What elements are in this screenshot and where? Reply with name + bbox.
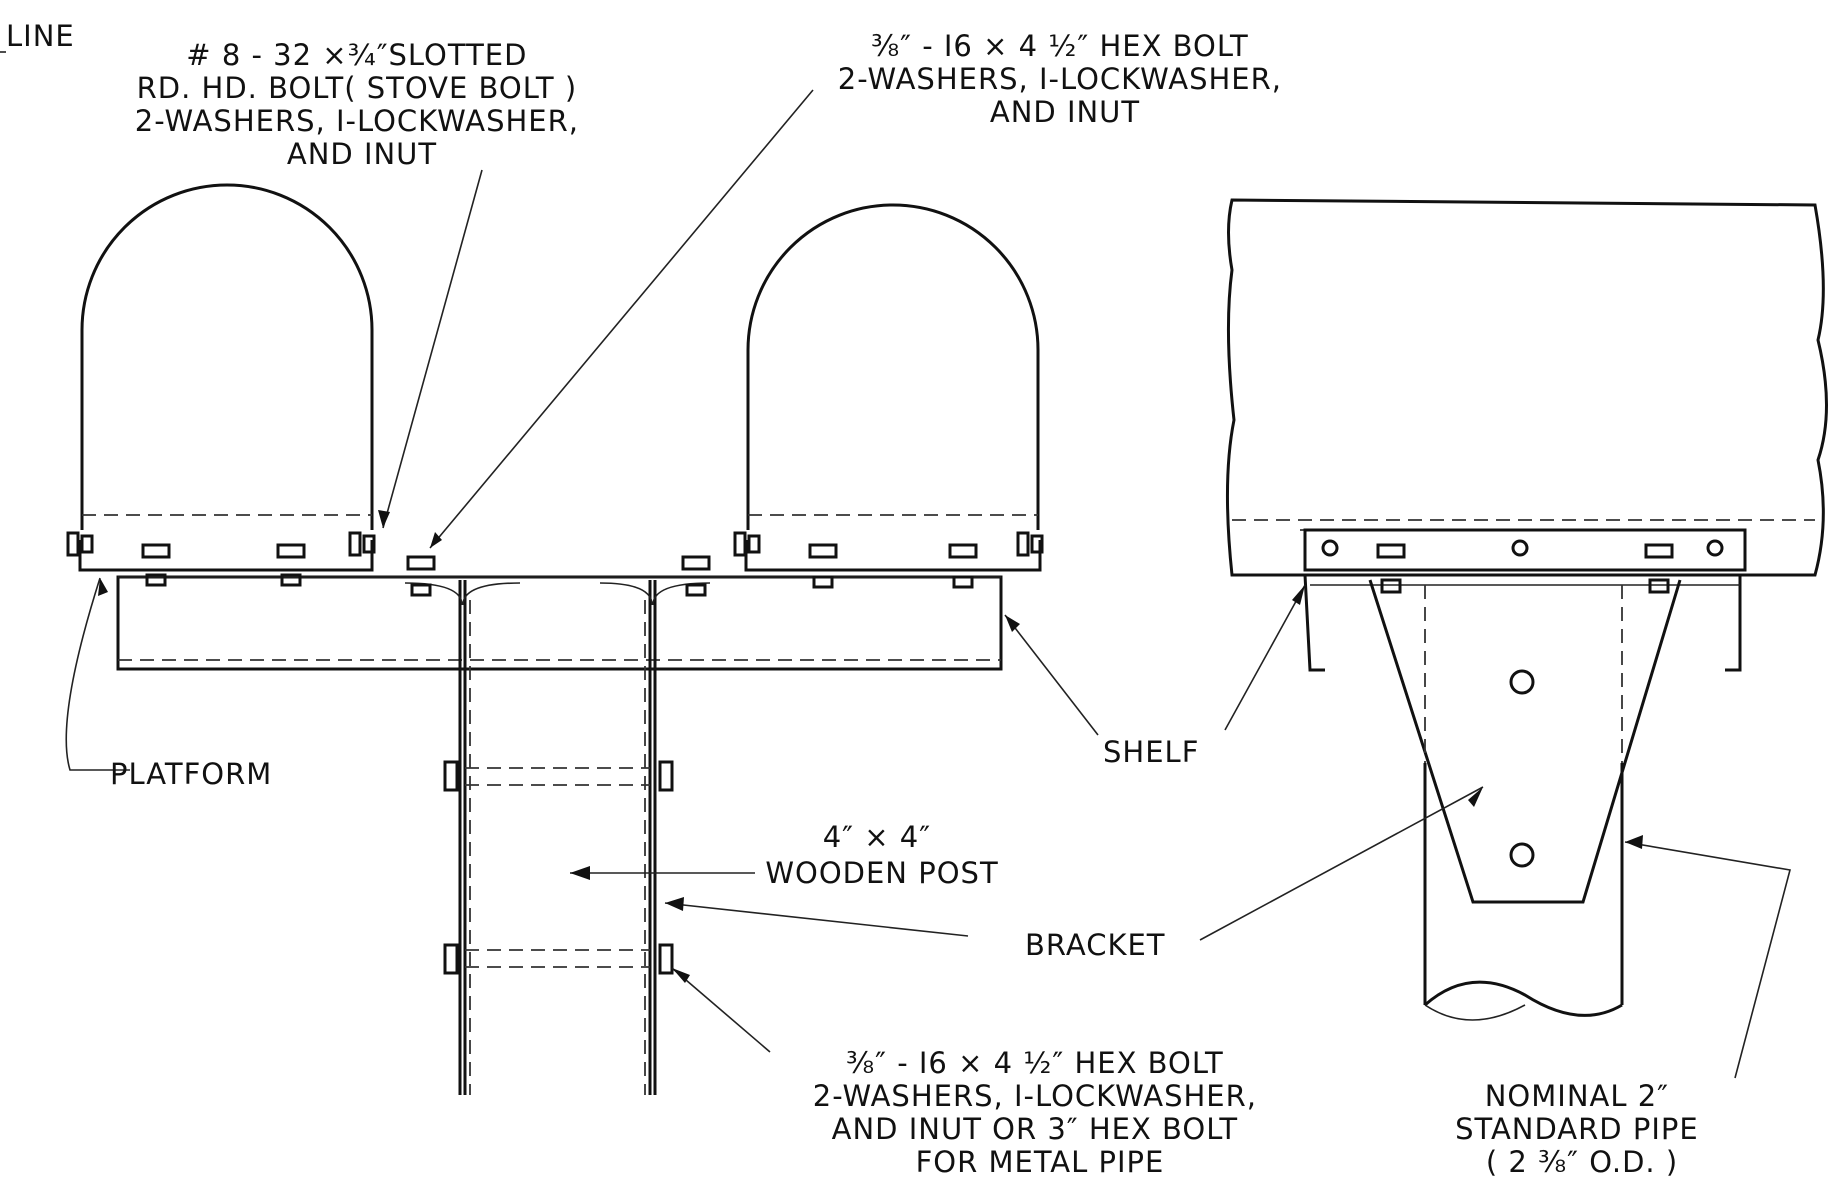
label-platform: PLATFORM	[110, 757, 272, 791]
shelf-side-left	[1303, 574, 1325, 672]
labels: LINE # 8 - 32 ×¾″SLOTTED RD. HD. BOLT( S…	[6, 19, 1709, 1179]
platform-channel-left	[78, 540, 374, 572]
shelf-board	[116, 575, 1003, 671]
mailbox-side	[1225, 198, 1828, 577]
label-hex-bolt-top: ⅜″ - I6 × 4 ½″ HEX BOLT 2-WASHERS, I-LOC…	[838, 29, 1292, 129]
bracket-right-leg	[648, 580, 657, 1095]
label-bracket: BRACKET	[1025, 928, 1166, 962]
mailbox-left	[80, 183, 374, 530]
platform-channel-right	[744, 540, 1042, 572]
label-stove-bolt: # 8 - 32 ×¾″SLOTTED RD. HD. BOLT( STOVE …	[135, 38, 589, 171]
label-pipe: NOMINAL 2″ STANDARD PIPE ( 2 ⅜″ O.D. )	[1455, 1079, 1709, 1179]
right-assembly	[1225, 198, 1828, 1021]
shelf-side-right	[1725, 575, 1742, 672]
leader-lines	[0, 51, 1791, 1079]
label-wooden-post: 4″ × 4″ WOODEN POST	[765, 820, 998, 890]
label-line: LINE	[6, 19, 75, 53]
mailbox-right	[746, 203, 1040, 530]
platform-bolts	[66, 531, 1044, 597]
label-shelf: SHELF	[1103, 735, 1199, 769]
bracket-left-leg	[458, 580, 467, 1095]
label-hex-bolt-bottom: ⅜″ - I6 × 4 ½″ HEX BOLT 2-WASHERS, I-LOC…	[813, 1046, 1267, 1179]
left-assembly	[66, 183, 1044, 1095]
pipe	[1423, 763, 1624, 1005]
bracket-side	[1368, 579, 1682, 904]
